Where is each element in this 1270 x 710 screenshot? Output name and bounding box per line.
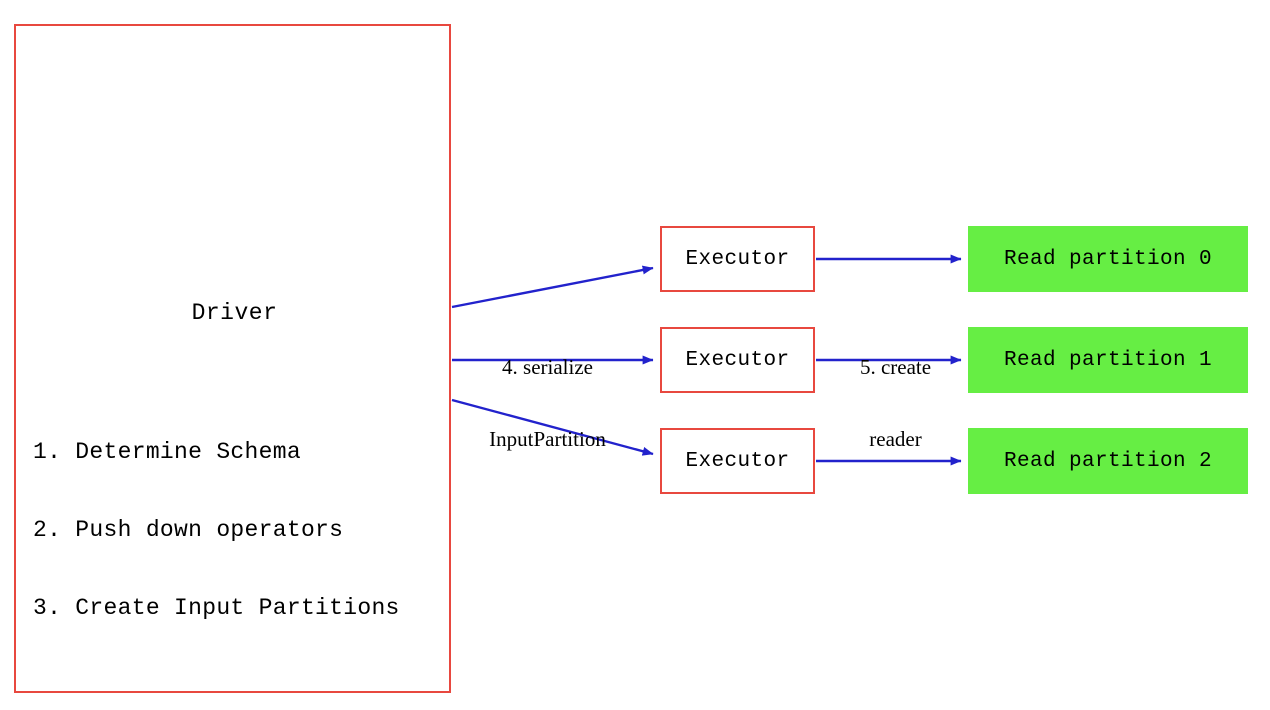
- partition-box-2: Read partition 2: [968, 428, 1248, 494]
- driver-step-1: 1. Determine Schema: [33, 439, 301, 465]
- partition-box-1: Read partition 1: [968, 327, 1248, 393]
- driver-step-2: 2. Push down operators: [33, 517, 344, 543]
- arrow-driver-to-executor-1: [451, 265, 654, 309]
- label-serialize-inputpartition: 4. serialize InputPartition: [455, 307, 640, 499]
- executor-box-3: Executor: [660, 428, 815, 494]
- executor-box-2: Executor: [660, 327, 815, 393]
- label-serialize-line-2: InputPartition: [489, 427, 606, 451]
- driver-box: Driver 1. Determine Schema 2. Push down …: [14, 24, 451, 693]
- partition-box-0: Read partition 0: [968, 226, 1248, 292]
- executor-box-1: Executor: [660, 226, 815, 292]
- label-create-line-1: 5. create: [859, 355, 932, 379]
- driver-step-3: 3. Create Input Partitions: [33, 595, 400, 621]
- label-create-reader: 5. create reader: [823, 307, 968, 499]
- label-create-line-2: reader: [869, 427, 922, 451]
- label-serialize-line-1: 4. serialize: [502, 355, 593, 379]
- driver-steps-list: 1. Determine Schema 2. Push down operato…: [33, 387, 400, 673]
- driver-title: Driver: [191, 300, 278, 326]
